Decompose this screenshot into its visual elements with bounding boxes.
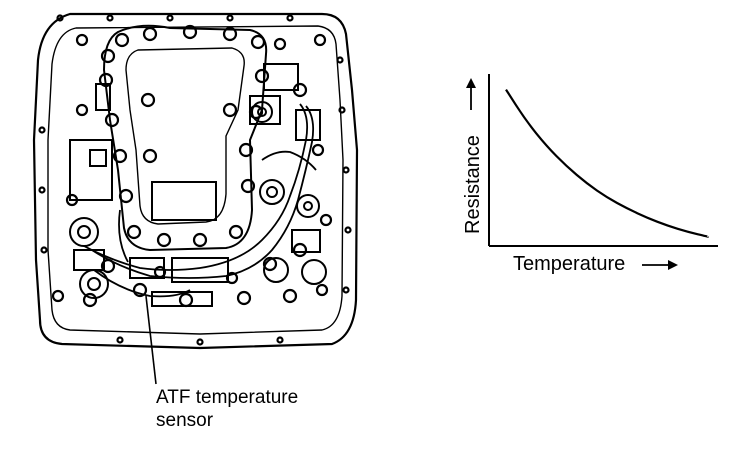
sensor-leader-line (145, 295, 157, 385)
x-axis-label: Temperature (513, 253, 626, 275)
sensor-callout-line-1: ATF temperature (156, 387, 299, 408)
valve-body-illustration (32, 12, 359, 385)
resistance-temperature-chart (466, 74, 718, 270)
wire-harness (83, 103, 317, 298)
oil-pan-outline (32, 12, 359, 350)
resistance-curve (505, 89, 710, 238)
y-arrow-icon (466, 78, 476, 110)
oil-pan-inner-flange (47, 25, 344, 335)
valve-plate (151, 181, 217, 221)
gasket-outline (102, 24, 268, 252)
sensor-callout-line-2: sensor (156, 410, 214, 431)
sensor-callout-label: ATF temperature sensor (156, 386, 298, 432)
y-axis-label: Resistance (462, 135, 484, 234)
x-arrow-icon (642, 260, 678, 270)
gasket-inner (125, 47, 245, 225)
